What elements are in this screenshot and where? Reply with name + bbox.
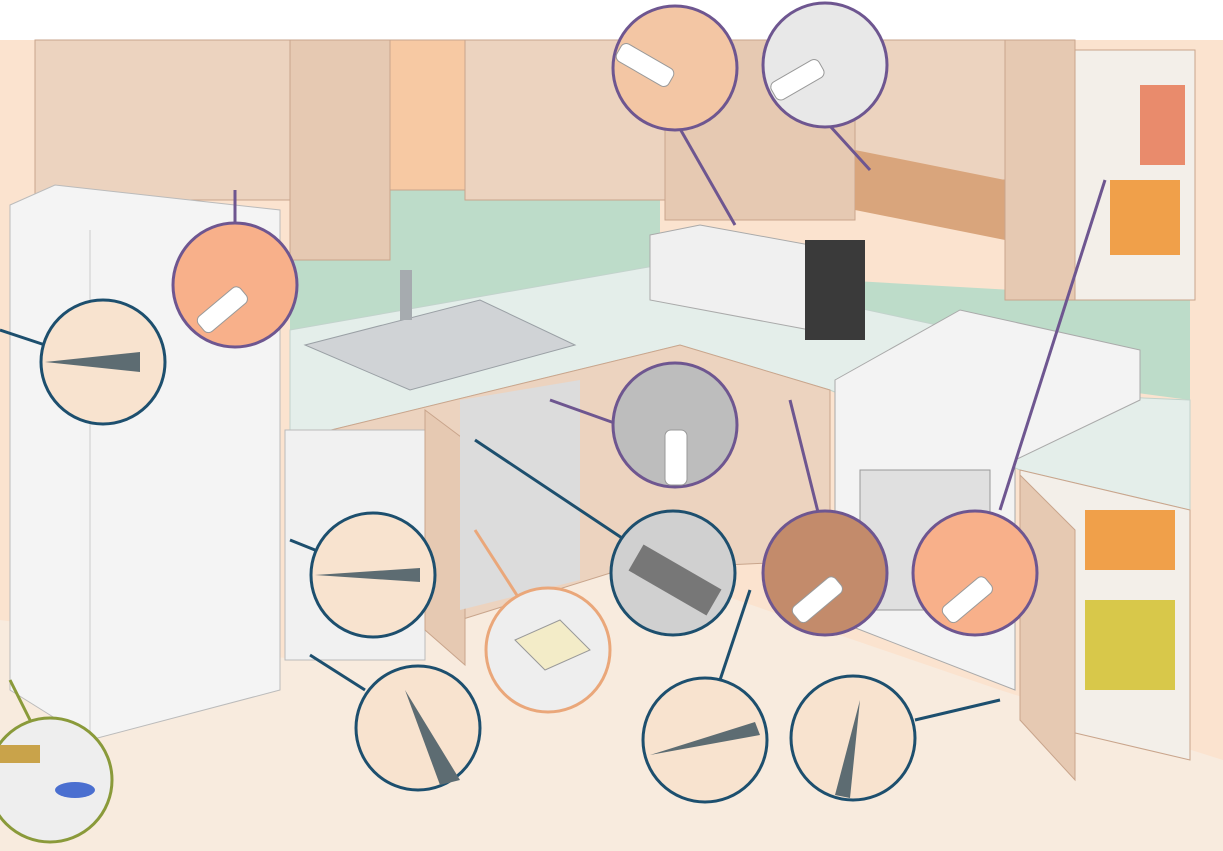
callout-purple: [911, 509, 1039, 637]
callout-orange: [484, 586, 612, 714]
leader-line: [289, 538, 316, 552]
callout-purple: [761, 509, 889, 637]
callout-blue: [309, 511, 437, 639]
gap-seal-icon: [835, 700, 860, 798]
caulk-tube-icon: [791, 576, 843, 624]
leader-line: [473, 529, 522, 601]
sink-cabinet-interior: [460, 380, 580, 610]
caulk-tube-icon: [770, 59, 825, 101]
box: [1085, 510, 1175, 570]
callout-blue: [354, 664, 482, 792]
gap-seal-icon: [650, 722, 760, 755]
callout-blue: [789, 674, 917, 802]
gap-seal-icon: [45, 352, 140, 372]
callout-blue: [641, 676, 769, 804]
leader-line: [788, 399, 822, 521]
callout-blue: [39, 298, 167, 426]
callout-green: [0, 716, 114, 844]
box: [1110, 180, 1180, 255]
caulk-tube-icon: [615, 43, 675, 87]
caulk-tube-icon: [196, 286, 248, 334]
callout-purple: [611, 4, 739, 132]
range-hood: [855, 150, 1005, 240]
gap-seal-icon: [315, 568, 420, 582]
upper-cabinet: [289, 39, 391, 261]
spray-nozzle-icon: [0, 745, 95, 798]
callout-purple: [611, 361, 739, 489]
upper-cabinet-left: [34, 39, 291, 201]
faucet: [400, 270, 412, 320]
callout-purple: [761, 1, 889, 129]
pipe-seal-icon: [628, 544, 722, 616]
leader-line: [309, 653, 366, 692]
floor: [0, 560, 1223, 851]
caulk-tube-icon: [941, 576, 993, 624]
coffee-maker: [805, 240, 865, 340]
callout-purple: [171, 221, 299, 349]
sink-cabinet-door: [424, 409, 466, 667]
open-cabinet-door: [1004, 39, 1076, 301]
gap-seal-icon: [405, 690, 460, 785]
box: [1140, 85, 1185, 165]
leader-line: [549, 398, 621, 427]
leader-line: [914, 698, 1001, 722]
trap-icon: [514, 619, 591, 671]
sink: [303, 299, 577, 391]
leader-line: [673, 119, 737, 226]
box: [1085, 600, 1175, 690]
leader-line: [718, 589, 752, 681]
leader-line: [998, 179, 1107, 511]
caulk-tube-icon: [664, 429, 688, 486]
callout-blue: [609, 509, 737, 637]
leader-line: [0, 328, 46, 347]
leader-line: [474, 438, 626, 542]
